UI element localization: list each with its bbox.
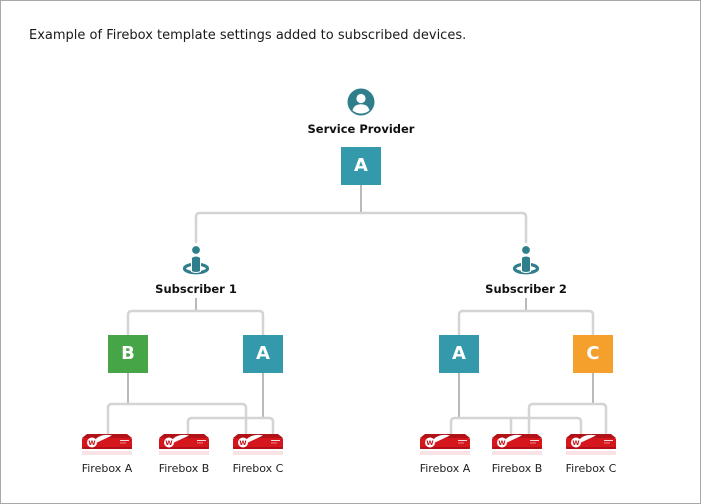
firebox-device-icon: W [563, 431, 619, 461]
template-box-service-provider-a: A [341, 147, 381, 185]
service-provider-avatar-icon [347, 88, 375, 120]
firebox-label: Firebox A [419, 462, 471, 475]
subscriber-1-icon [181, 243, 211, 279]
svg-text:W: W [165, 439, 172, 447]
template-box-s1-b: B [108, 335, 148, 373]
template-box-s2-c: C [573, 335, 613, 373]
diagram-caption: Example of Firebox template settings add… [29, 28, 467, 43]
svg-text:W: W [239, 439, 246, 447]
svg-text:W: W [572, 439, 579, 447]
firebox-label: Firebox B [491, 462, 543, 475]
firebox-device-icon: W [230, 431, 286, 461]
template-box-s2-a: A [439, 335, 479, 373]
firebox-device-icon: W [489, 431, 545, 461]
svg-text:W: W [498, 439, 505, 447]
firebox-device-icon: W [156, 431, 212, 461]
firebox-label: Firebox C [565, 462, 617, 475]
firebox-device-icon: W [79, 431, 135, 461]
subscriber-2-icon [511, 243, 541, 279]
svg-text:W: W [88, 439, 95, 447]
svg-text:W: W [426, 439, 433, 447]
service-provider-label: Service Provider [307, 122, 415, 136]
firebox-label: Firebox C [232, 462, 284, 475]
subscriber-2-label: Subscriber 2 [485, 282, 567, 296]
firebox-device-icon: W [417, 431, 473, 461]
subscriber-1-label: Subscriber 1 [155, 282, 237, 296]
firebox-label: Firebox B [158, 462, 210, 475]
template-box-s1-a: A [243, 335, 283, 373]
firebox-label: Firebox A [81, 462, 133, 475]
